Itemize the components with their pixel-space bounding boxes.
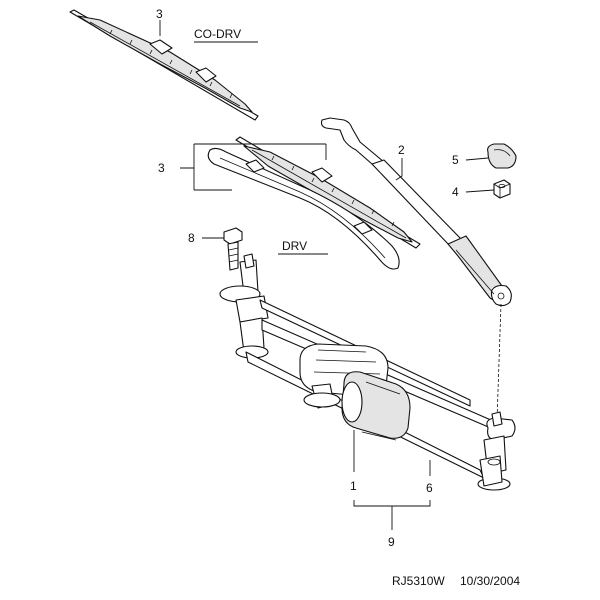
driver-wiper-blade [235, 136, 421, 249]
co-driver-wiper-blade [69, 9, 259, 121]
callout-8: 8 [188, 231, 195, 245]
callout-1: 1 [350, 479, 357, 493]
callout-6: 6 [426, 481, 433, 495]
callout-9: 9 [388, 535, 395, 549]
callout-3-middle: 3 [158, 161, 165, 175]
wiper-spoiler [207, 147, 400, 270]
callout-5: 5 [452, 153, 459, 167]
assembly-axis-line [496, 303, 502, 421]
mounting-bolt [223, 227, 243, 271]
reference-code: RJ5310W [392, 574, 445, 588]
leader-lines [159, 20, 495, 530]
reference-date: 10/30/2004 [460, 574, 520, 588]
wiper-arm [320, 117, 512, 307]
callout-4: 4 [452, 185, 459, 199]
label-co-drv: CO-DRV [194, 27, 241, 41]
wiper-arm-nut [493, 179, 511, 199]
callout-3-top: 3 [156, 7, 163, 21]
wiper-arm-cap [487, 143, 517, 169]
callout-2: 2 [398, 143, 405, 157]
label-drv: DRV [282, 239, 307, 253]
wiper-motor-linkage-assembly [219, 253, 516, 491]
